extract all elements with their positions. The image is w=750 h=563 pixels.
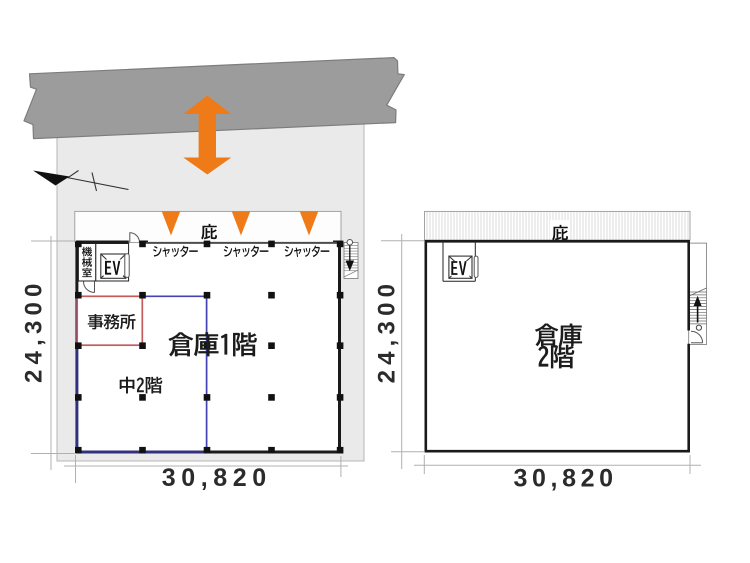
svg-text:24,300: 24,300: [21, 278, 48, 383]
svg-text:30,820: 30,820: [162, 464, 272, 492]
svg-text:24,300: 24,300: [374, 279, 401, 384]
svg-text:30,820: 30,820: [514, 465, 618, 493]
